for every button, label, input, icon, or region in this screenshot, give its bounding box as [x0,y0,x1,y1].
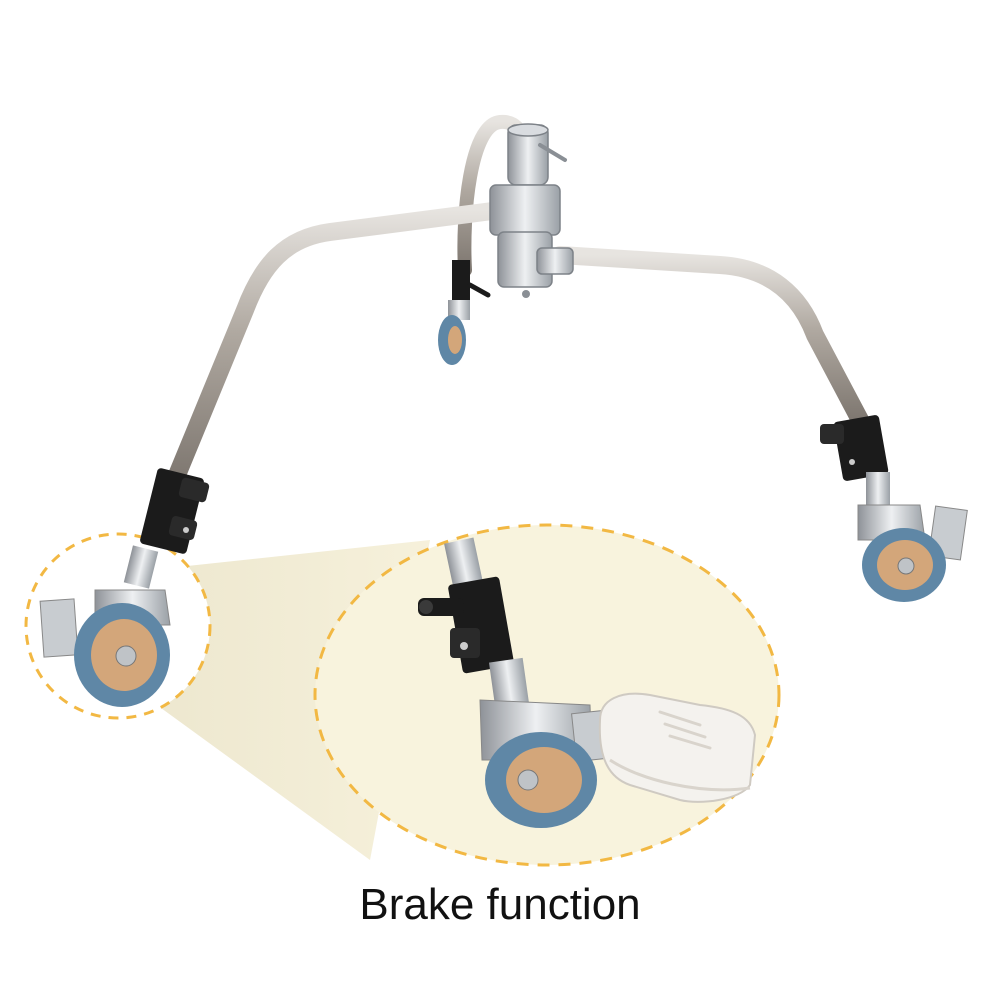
brake-detail-zoom [418,537,757,828]
clamp-knob-icon [418,598,464,616]
brake-pedal-icon [39,598,79,658]
caption-brake-function: Brake function [359,880,641,929]
left-leg-clamp [140,468,210,554]
center-hub [489,123,574,298]
rear-caster [438,260,491,365]
right-leg-clamp [820,415,889,481]
sneaker-icon [598,692,757,803]
dolly-frame [39,114,968,707]
left-caster [39,545,171,707]
right-caster [857,472,968,602]
